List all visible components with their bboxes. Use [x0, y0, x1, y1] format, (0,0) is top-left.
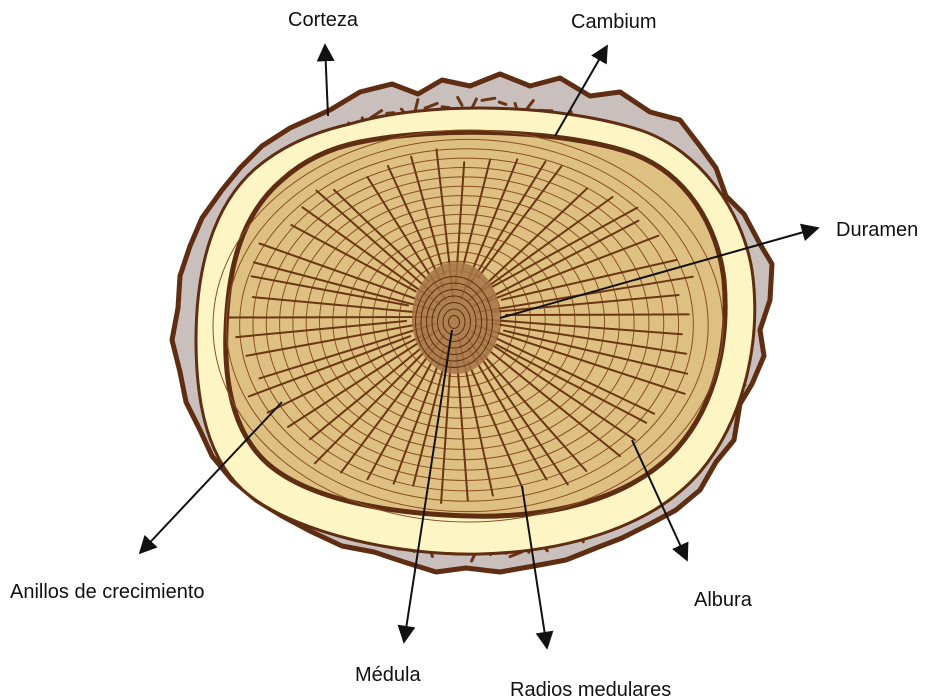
medullary-ray	[506, 314, 689, 315]
label-albura: Albura	[694, 589, 753, 611]
label-anillos-de-crecimiento: Anillos de crecimiento	[10, 581, 205, 603]
label-radios-medulares: Radios medulares	[510, 679, 671, 700]
label-corteza: Corteza	[288, 9, 359, 31]
label-cambium: Cambium	[571, 11, 657, 33]
medullary-ray	[229, 317, 434, 318]
label-duramen: Duramen	[836, 219, 918, 241]
arrow-corteza	[325, 45, 328, 116]
label-medula: Médula	[355, 664, 421, 686]
